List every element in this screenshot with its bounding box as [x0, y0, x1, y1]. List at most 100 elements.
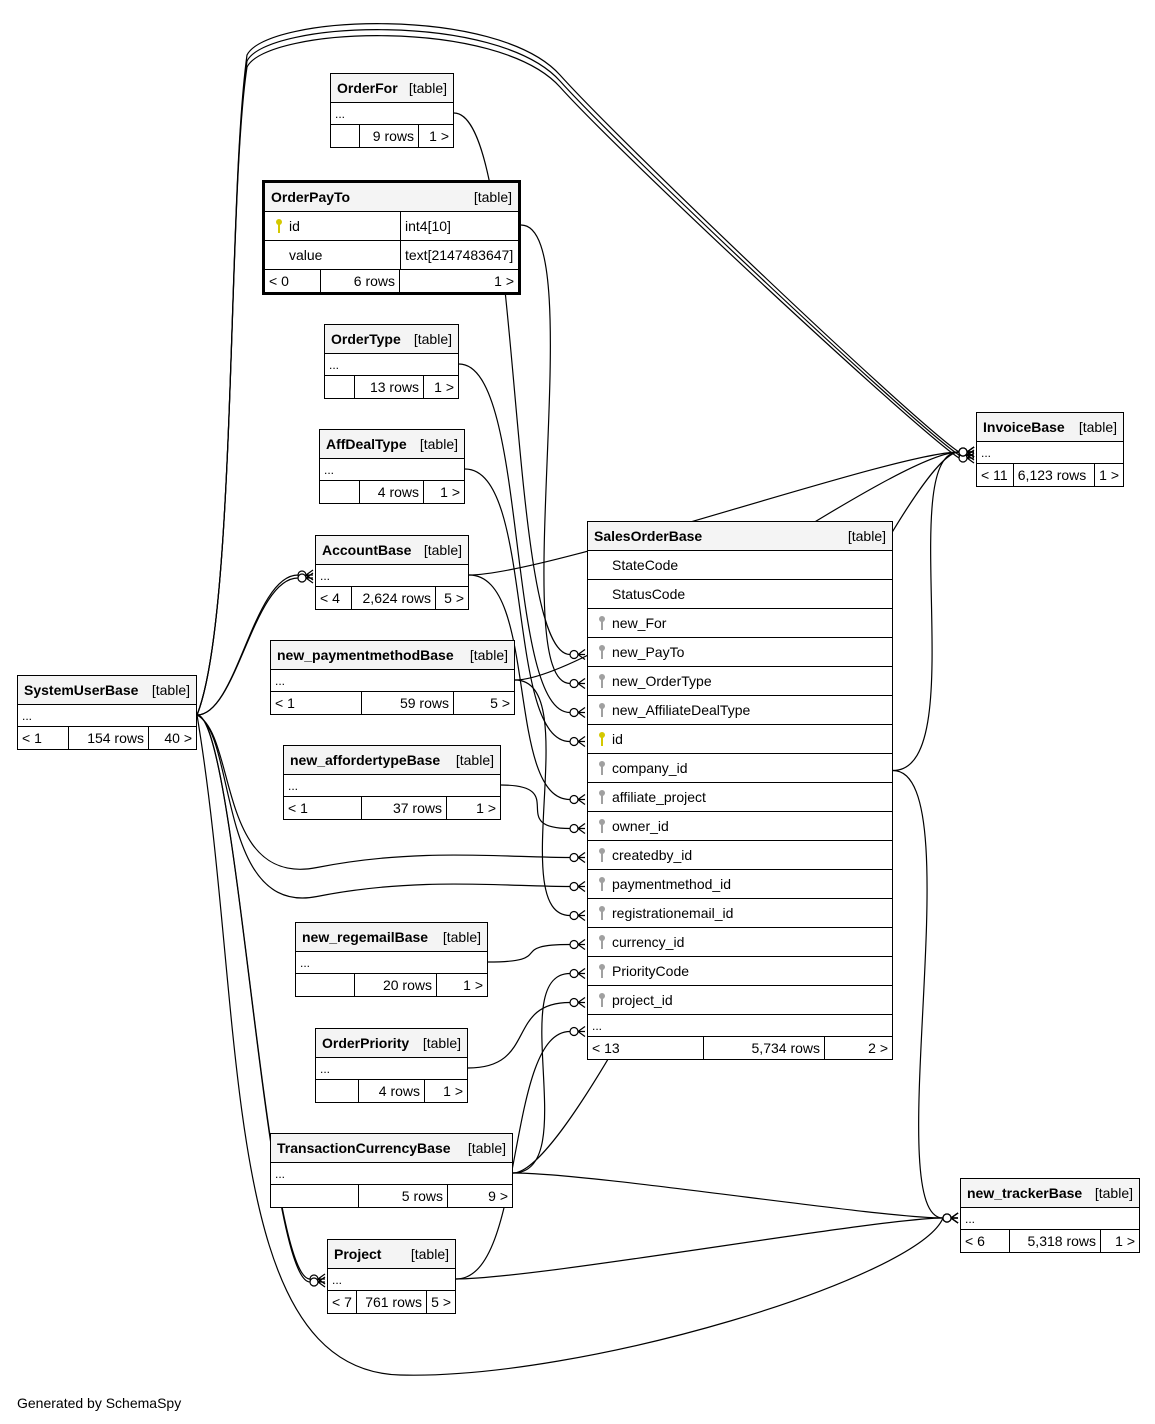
table-header[interactable]: OrderFor[table] — [331, 74, 453, 103]
column-row[interactable]: value text[2147483647] — [265, 241, 518, 270]
column-type: text[2147483647] — [400, 241, 518, 269]
crowfoot-registrationemail-id — [569, 939, 586, 950]
column-row-statuscode[interactable]: StatusCode — [588, 580, 892, 609]
children-link[interactable]: 1 > — [463, 977, 483, 993]
children-link[interactable]: 5 > — [431, 1294, 451, 1310]
column-row-affiliate-project[interactable]: affiliate_project — [588, 783, 892, 812]
column-row-id[interactable]: id — [588, 725, 892, 754]
children-link[interactable]: 2 > — [868, 1040, 888, 1056]
table-header[interactable]: SalesOrderBase[table] — [588, 522, 892, 551]
column-row-company-id[interactable]: company_id — [588, 754, 892, 783]
children-link[interactable]: 5 > — [490, 695, 510, 711]
parents-link[interactable] — [331, 125, 360, 147]
table-header[interactable]: TransactionCurrencyBase[table] — [271, 1134, 512, 1163]
children-link[interactable]: 1 > — [1115, 1233, 1135, 1249]
column-row-new-affiliatedealtype[interactable]: new_AffiliateDealType — [588, 696, 892, 725]
children-link[interactable]: 9 > — [488, 1188, 508, 1204]
foreign-key-icon — [592, 644, 612, 660]
parents-link[interactable]: < 0 — [265, 270, 321, 292]
column-row-owner-id[interactable]: owner_id — [588, 812, 892, 841]
column-row-statecode[interactable]: StateCode — [588, 551, 892, 580]
more-columns: ... — [331, 103, 453, 125]
table-header[interactable]: AffDealType[table] — [320, 430, 464, 459]
children-link[interactable]: 1 > — [440, 484, 460, 500]
table-header[interactable]: new_affordertypeBase[table] — [284, 746, 500, 775]
table-type: [table] — [413, 331, 452, 347]
crowfoot-paymentmethod-id — [569, 910, 586, 921]
parents-link[interactable]: < 1 — [271, 692, 362, 714]
column-row-project-id[interactable]: project_id — [588, 986, 892, 1015]
parents-link[interactable] — [296, 974, 355, 996]
column-row-registrationemail-id[interactable]: registrationemail_id — [588, 899, 892, 928]
column-row-new-payto[interactable]: new_PayTo — [588, 638, 892, 667]
parents-link[interactable] — [325, 376, 355, 398]
parents-link[interactable]: < 1 — [284, 797, 362, 819]
column-row-new-for[interactable]: new_For — [588, 609, 892, 638]
parents-link[interactable] — [316, 1080, 359, 1102]
column-name: new_PayTo — [612, 644, 685, 660]
table-header[interactable]: OrderType[table] — [325, 325, 458, 354]
column-row-paymentmethod-id[interactable]: paymentmethod_id — [588, 870, 892, 899]
children-link[interactable]: 1 > — [434, 379, 454, 395]
table-header[interactable]: OrderPayTo[table] — [265, 183, 518, 212]
parents-link[interactable] — [271, 1185, 359, 1207]
parents-link[interactable]: < 1 — [18, 727, 69, 749]
parents-link[interactable]: < 7 — [328, 1291, 357, 1313]
parents-link[interactable]: < 4 — [316, 587, 352, 609]
children-link[interactable]: 5 > — [444, 590, 464, 606]
column-row[interactable]: id int4[10] — [265, 212, 518, 241]
table-header[interactable]: AccountBase[table] — [316, 536, 468, 565]
parents-link[interactable]: < 6 — [961, 1230, 1010, 1252]
column-name: id — [289, 218, 300, 234]
table-header[interactable]: new_paymentmethodBase[table] — [271, 641, 514, 670]
table-header[interactable]: new_trackerBase[table] — [961, 1179, 1139, 1208]
column-name: project_id — [612, 992, 673, 1008]
crowfoot-prioritycode — [569, 997, 586, 1008]
column-name: new_AffiliateDealType — [612, 702, 751, 718]
row-count: 6,123 rows — [1014, 464, 1096, 486]
column-row-currency-id[interactable]: currency_id — [588, 928, 892, 957]
table-transactioncurrencybase[interactable]: TransactionCurrencyBase[table] ... 5 row… — [270, 1133, 513, 1208]
table-header[interactable]: Project[table] — [328, 1240, 455, 1269]
column-row-new-ordertype[interactable]: new_OrderType — [588, 667, 892, 696]
children-link[interactable]: 40 > — [164, 730, 192, 746]
table-name: OrderPayTo — [271, 189, 351, 205]
children-link[interactable]: 1 > — [494, 273, 514, 289]
more-columns: ... — [271, 1163, 512, 1185]
foreign-key-icon — [592, 905, 612, 921]
table-type: [table] — [469, 647, 508, 663]
edge-accountbase-to-invoicebase — [468, 451, 960, 576]
table-header[interactable]: SystemUserBase[table] — [18, 676, 196, 705]
table-header[interactable]: OrderPriority[table] — [316, 1029, 467, 1058]
foreign-key-icon — [592, 760, 612, 776]
column-row-prioritycode[interactable]: PriorityCode — [588, 957, 892, 986]
column-type: int4[10] — [400, 212, 518, 240]
parents-link[interactable] — [320, 481, 360, 503]
table-header[interactable]: InvoiceBase[table] — [977, 413, 1123, 442]
children-link[interactable]: 1 > — [476, 800, 496, 816]
row-count: 4 rows — [359, 1080, 425, 1102]
children-link[interactable]: 1 > — [1099, 467, 1119, 483]
table-orderpayto[interactable]: OrderPayTo[table] id int4[10] value text… — [262, 180, 521, 295]
column-row-createdby-id[interactable]: createdby_id — [588, 841, 892, 870]
parents-link[interactable]: < 11 — [977, 464, 1014, 486]
children-link[interactable]: 1 > — [429, 128, 449, 144]
table-header[interactable]: new_regemailBase[table] — [296, 923, 487, 952]
parents-link[interactable]: < 13 — [588, 1037, 704, 1059]
children-link[interactable]: 1 > — [443, 1083, 463, 1099]
